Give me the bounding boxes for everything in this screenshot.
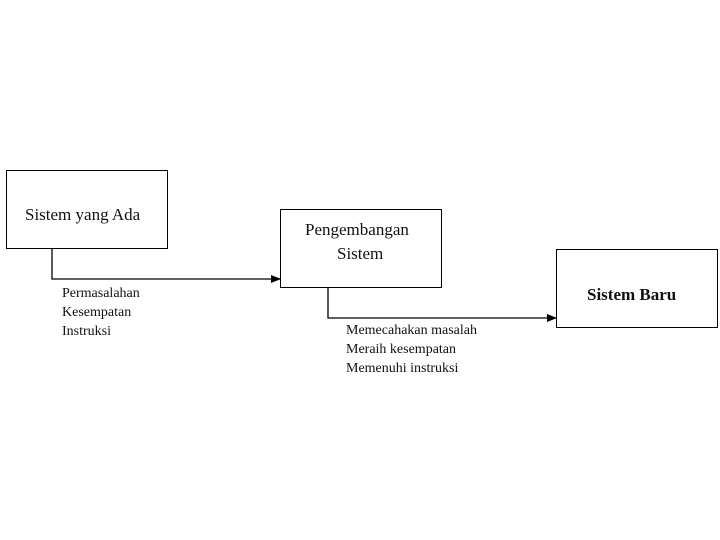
edge-label-development-to-new: Memecahakan masalah Meraih kesempatan Me…	[346, 321, 477, 378]
node-system-development: Pengembangan Sistem	[280, 209, 442, 288]
node-new-system: Sistem Baru	[556, 249, 718, 328]
edge1-label-line: Permasalahan	[62, 286, 140, 301]
connector-existing-to-development	[51, 249, 281, 283]
node-development-label-line2: Sistem	[337, 244, 384, 263]
edge2-label-line: Memenuhi instruksi	[346, 361, 459, 376]
edge-label-existing-to-development: Permasalahan Kesempatan Instruksi	[62, 284, 140, 341]
node-development-label-line1: Pengembangan	[305, 220, 409, 239]
node-existing-label: Sistem yang Ada	[25, 205, 141, 224]
edge2-label-line: Memecahakan masalah	[346, 323, 477, 338]
node-existing-system: Sistem yang Ada	[6, 170, 168, 249]
node-new-label: Sistem Baru	[587, 285, 677, 304]
edge1-label-line: Kesempatan	[62, 305, 132, 320]
connector-development-to-new	[327, 288, 557, 322]
edge2-label-line: Meraih kesempatan	[346, 342, 457, 357]
edge1-label-line: Instruksi	[62, 324, 111, 339]
